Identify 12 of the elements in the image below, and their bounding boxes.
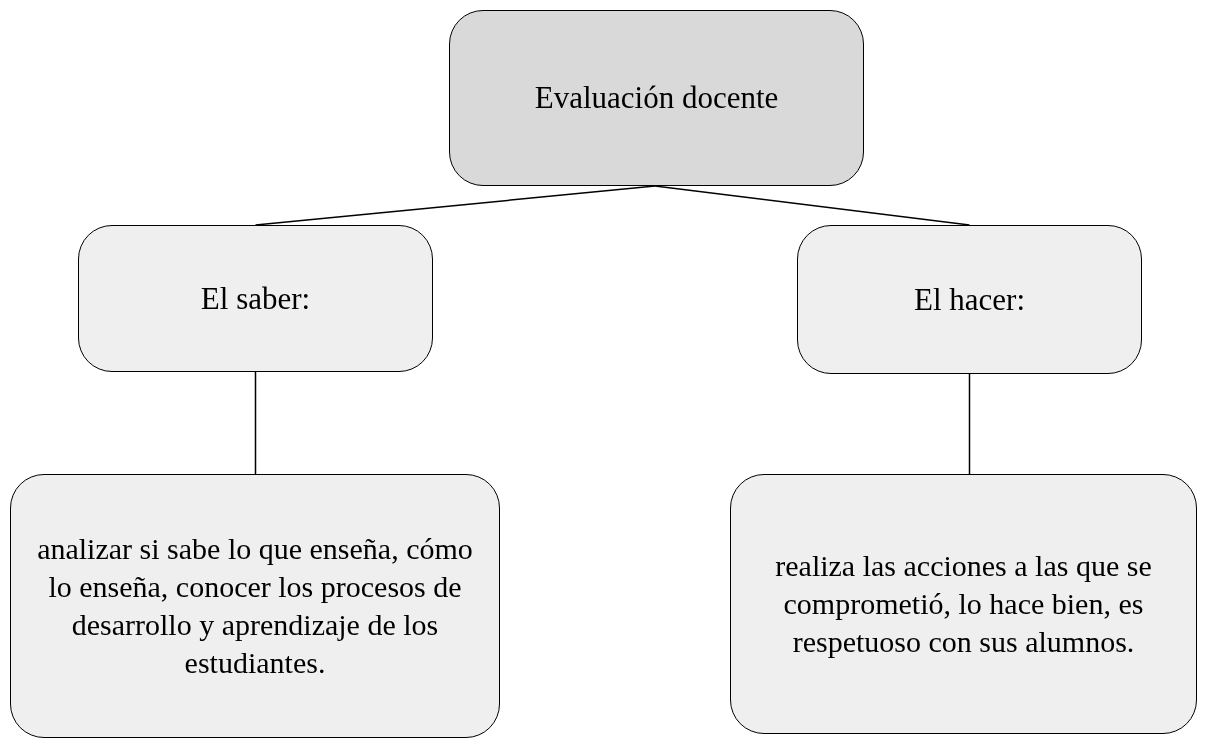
box-text: analizar si sabe lo que enseña, cómo lo enseña, conocer los procesos de desarrollo y aprendizaje de los estudiantes.	[36, 530, 474, 682]
box-text: Evaluación docente	[534, 79, 779, 118]
rounded-box	[797, 225, 1142, 374]
box-text: El saber:	[200, 279, 311, 318]
box-text: El hacer:	[914, 280, 1025, 319]
connector-line	[254, 371, 257, 475]
box-text: realiza las acciones a las que se comprometió, lo hace bien, es respetuoso con sus alumnos.	[774, 547, 1153, 661]
rounded-box	[78, 225, 433, 372]
rounded-box	[730, 474, 1197, 734]
rounded-box	[449, 10, 864, 186]
rounded-box	[10, 474, 500, 738]
connector-line	[968, 373, 971, 475]
